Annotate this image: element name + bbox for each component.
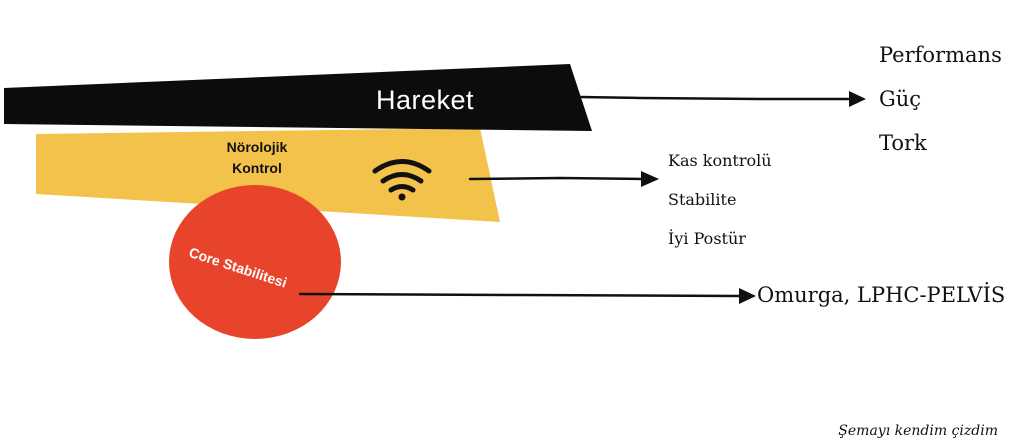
neuro-connector-line <box>468 176 644 181</box>
movement-label: Hareket <box>376 85 475 115</box>
neuro-control-band <box>36 128 500 222</box>
core-output-omurga: Omurga, LPHC-PELVİS <box>757 283 1006 307</box>
neuro-output-stabilite: Stabilite <box>668 190 737 209</box>
neuro-output-iyi-postur: İyi Postür <box>668 229 746 248</box>
wifi-signal-icon <box>372 159 432 201</box>
movement-output-guc: Güç <box>879 87 922 111</box>
neuro-connector-arrowhead <box>641 171 659 187</box>
movement-connector-line <box>578 95 850 101</box>
movement-connector-arrowhead <box>849 91 866 107</box>
footnote: Şemayı kendim çizdim <box>838 423 998 439</box>
neuro-control-label-line2: Kontrol <box>232 160 282 176</box>
neuro-control-label: Nörolojik Kontrol <box>208 137 306 179</box>
neuro-control-label-line1: Nörolojik <box>226 139 288 155</box>
core-stability-circle <box>169 185 341 339</box>
movement-band <box>4 64 592 131</box>
neuro-output-kas-kontrolu: Kas kontrolü <box>668 151 772 170</box>
movement-output-performans: Performans <box>879 43 1002 67</box>
movement-output-tork: Tork <box>879 131 927 155</box>
core-connector-line <box>298 292 742 298</box>
core-connector-arrowhead <box>739 288 756 304</box>
